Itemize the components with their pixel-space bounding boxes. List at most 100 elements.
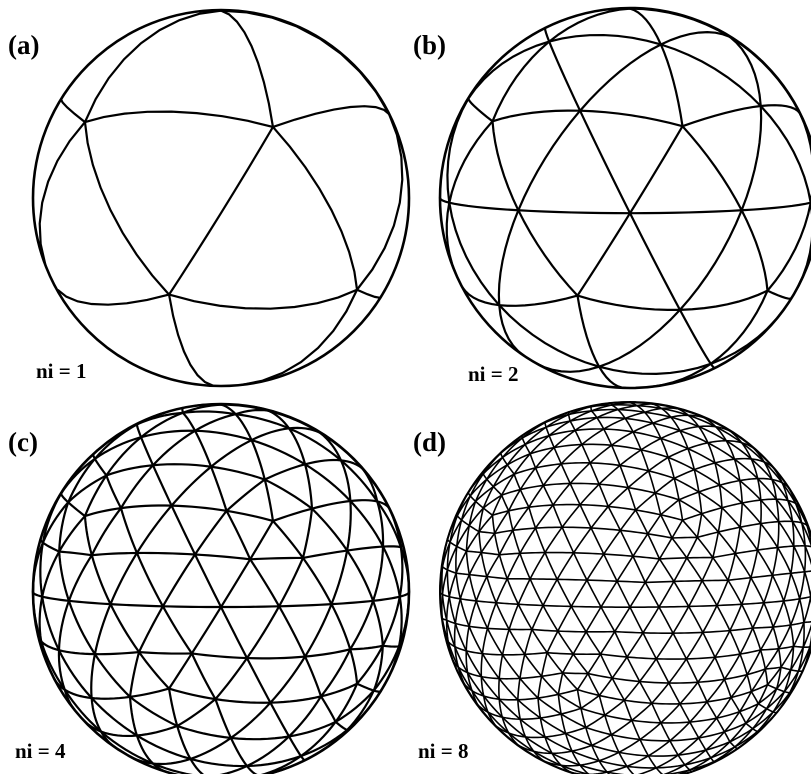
mesh-edge bbox=[607, 505, 637, 511]
mesh-edge bbox=[589, 462, 600, 486]
panel-d: (d) ni = 8 bbox=[413, 401, 811, 774]
mesh-edge bbox=[626, 632, 644, 658]
mesh-edge bbox=[681, 104, 762, 128]
mesh-edge bbox=[789, 598, 801, 626]
mesh-edge bbox=[278, 603, 333, 608]
mesh-edge bbox=[746, 668, 767, 676]
mesh-edge bbox=[495, 601, 520, 606]
mesh-edge bbox=[631, 702, 653, 722]
mesh-edge bbox=[701, 579, 718, 607]
mesh-edge bbox=[469, 473, 485, 497]
mesh-edge bbox=[759, 499, 780, 523]
mesh-edge bbox=[751, 626, 774, 629]
mesh-edge bbox=[734, 526, 741, 555]
mesh-edge bbox=[501, 437, 524, 459]
mesh-edge bbox=[161, 553, 197, 608]
mesh-edge bbox=[67, 474, 108, 504]
mesh-edge bbox=[654, 477, 676, 494]
mesh-edge bbox=[523, 628, 533, 656]
mesh-edge bbox=[660, 407, 690, 417]
mesh-edge bbox=[534, 446, 555, 469]
mesh-edge bbox=[678, 289, 769, 311]
mesh-edge bbox=[90, 696, 139, 737]
mesh-edge bbox=[250, 439, 307, 466]
mesh-edge bbox=[41, 550, 61, 598]
mesh-edge bbox=[381, 545, 401, 598]
mesh-edge bbox=[445, 201, 457, 275]
mesh-edge bbox=[660, 437, 689, 450]
mesh-edge bbox=[475, 600, 497, 604]
mesh-edge bbox=[709, 307, 786, 365]
mesh-edge bbox=[454, 645, 469, 674]
mesh-edge bbox=[728, 35, 738, 42]
mesh-edge bbox=[63, 688, 93, 700]
mesh-edge bbox=[445, 619, 456, 648]
mesh-edge bbox=[498, 304, 525, 357]
mesh-edge bbox=[486, 478, 495, 488]
mesh-edge bbox=[519, 552, 531, 580]
mesh-edge bbox=[581, 428, 605, 446]
mesh-edge bbox=[31, 590, 43, 643]
mesh-edge bbox=[468, 500, 477, 527]
mesh-edge bbox=[764, 668, 769, 686]
mesh-edge bbox=[632, 431, 662, 440]
mesh-edge bbox=[517, 744, 535, 753]
mesh-edge bbox=[229, 736, 249, 768]
mesh-edge bbox=[287, 426, 321, 434]
mesh-edge bbox=[780, 645, 795, 668]
mesh-edge bbox=[598, 365, 628, 390]
mesh-edge bbox=[552, 504, 563, 529]
mesh-edge bbox=[474, 478, 488, 503]
mesh-edge bbox=[765, 707, 774, 713]
mesh-edge bbox=[610, 404, 638, 407]
mesh-edge bbox=[441, 593, 451, 598]
mesh-edge bbox=[83, 120, 171, 296]
mesh-edge bbox=[454, 622, 468, 652]
mesh-edge bbox=[551, 752, 581, 766]
mesh-edge bbox=[647, 456, 669, 472]
mesh-edge bbox=[439, 591, 444, 620]
mesh-edge bbox=[498, 529, 514, 556]
mesh-edge bbox=[623, 680, 641, 702]
mesh-edge bbox=[632, 431, 642, 451]
mesh-edge bbox=[512, 529, 521, 555]
mesh-edge bbox=[545, 420, 571, 429]
mesh-edge bbox=[784, 482, 790, 489]
mesh-edge bbox=[687, 447, 696, 471]
mesh-edge bbox=[586, 579, 602, 608]
mesh-edge bbox=[471, 689, 489, 713]
mesh-edge bbox=[729, 741, 736, 748]
mesh-edge bbox=[310, 507, 349, 552]
mesh-edge bbox=[720, 424, 731, 432]
mesh-edge bbox=[802, 621, 805, 648]
mesh-edge bbox=[99, 730, 139, 738]
mesh-edge bbox=[83, 507, 123, 518]
mesh-edge bbox=[710, 741, 731, 759]
mesh-edge bbox=[498, 553, 509, 580]
mesh-edge bbox=[790, 572, 801, 600]
mesh-edge bbox=[151, 762, 193, 774]
mesh-edge bbox=[517, 603, 544, 607]
mesh-edge bbox=[468, 524, 480, 533]
mesh-edge bbox=[750, 458, 773, 481]
mesh-edge bbox=[501, 716, 527, 738]
mesh-edge bbox=[602, 428, 613, 447]
mesh-edge bbox=[606, 771, 611, 774]
mesh-edge bbox=[567, 405, 592, 416]
mesh-edge bbox=[53, 492, 63, 505]
mesh-edge bbox=[299, 754, 306, 762]
mesh-edge bbox=[469, 478, 488, 497]
mesh-edge bbox=[723, 730, 731, 743]
mesh-edge bbox=[271, 507, 314, 523]
mesh-edge bbox=[455, 545, 468, 552]
mesh-edge bbox=[209, 465, 228, 512]
mesh-edge bbox=[542, 463, 563, 487]
mesh-edge bbox=[598, 464, 621, 486]
mesh-edge bbox=[190, 652, 249, 660]
mesh-edge bbox=[548, 434, 555, 449]
mesh-edge bbox=[229, 735, 291, 741]
mesh-edge bbox=[519, 653, 526, 680]
mesh-edge bbox=[618, 751, 650, 757]
mesh-edge bbox=[636, 404, 646, 414]
mesh-edge bbox=[738, 710, 747, 725]
